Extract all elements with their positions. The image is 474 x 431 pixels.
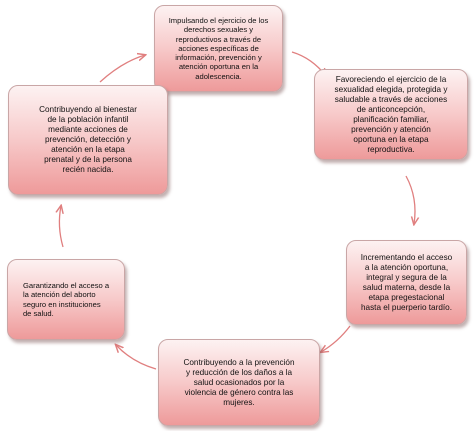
- node-maternal-health: Incrementando el acceso a la atención op…: [346, 240, 467, 325]
- node-safe-abortion-text: Garantizando el acceso a la atención del…: [22, 281, 110, 318]
- node-child-wellbeing: Contribuyendo al bienestar de la poblaci…: [8, 85, 168, 195]
- arrow-n6-to-n1: [99, 55, 145, 83]
- node-child-wellbeing-text: Contribuyendo al bienestar de la poblaci…: [39, 105, 137, 174]
- arrow-n3-to-n4: [321, 325, 351, 352]
- node-gender-violence: Contribuyendo a la prevención y reducció…: [158, 339, 320, 426]
- node-gender-violence-text: Contribuyendo a la prevención y reducció…: [183, 357, 295, 407]
- node-reproductive-stage: Favoreciendo el ejercicio de la sexualid…: [314, 69, 468, 160]
- node-adolescence-text: Impulsando el ejercicio de los derechos …: [168, 16, 269, 81]
- node-maternal-health-text: Incrementando el acceso a la atención op…: [360, 252, 453, 312]
- node-adolescence: Impulsando el ejercicio de los derechos …: [154, 5, 283, 92]
- node-reproductive-stage-text: Favoreciendo el ejercicio de la sexualid…: [334, 74, 448, 154]
- arrow-n2-to-n3: [405, 175, 415, 224]
- node-safe-abortion: Garantizando el acceso a la atención del…: [7, 259, 125, 340]
- arrow-n5-to-n6: [59, 206, 63, 248]
- arrow-n4-to-n5: [116, 345, 157, 370]
